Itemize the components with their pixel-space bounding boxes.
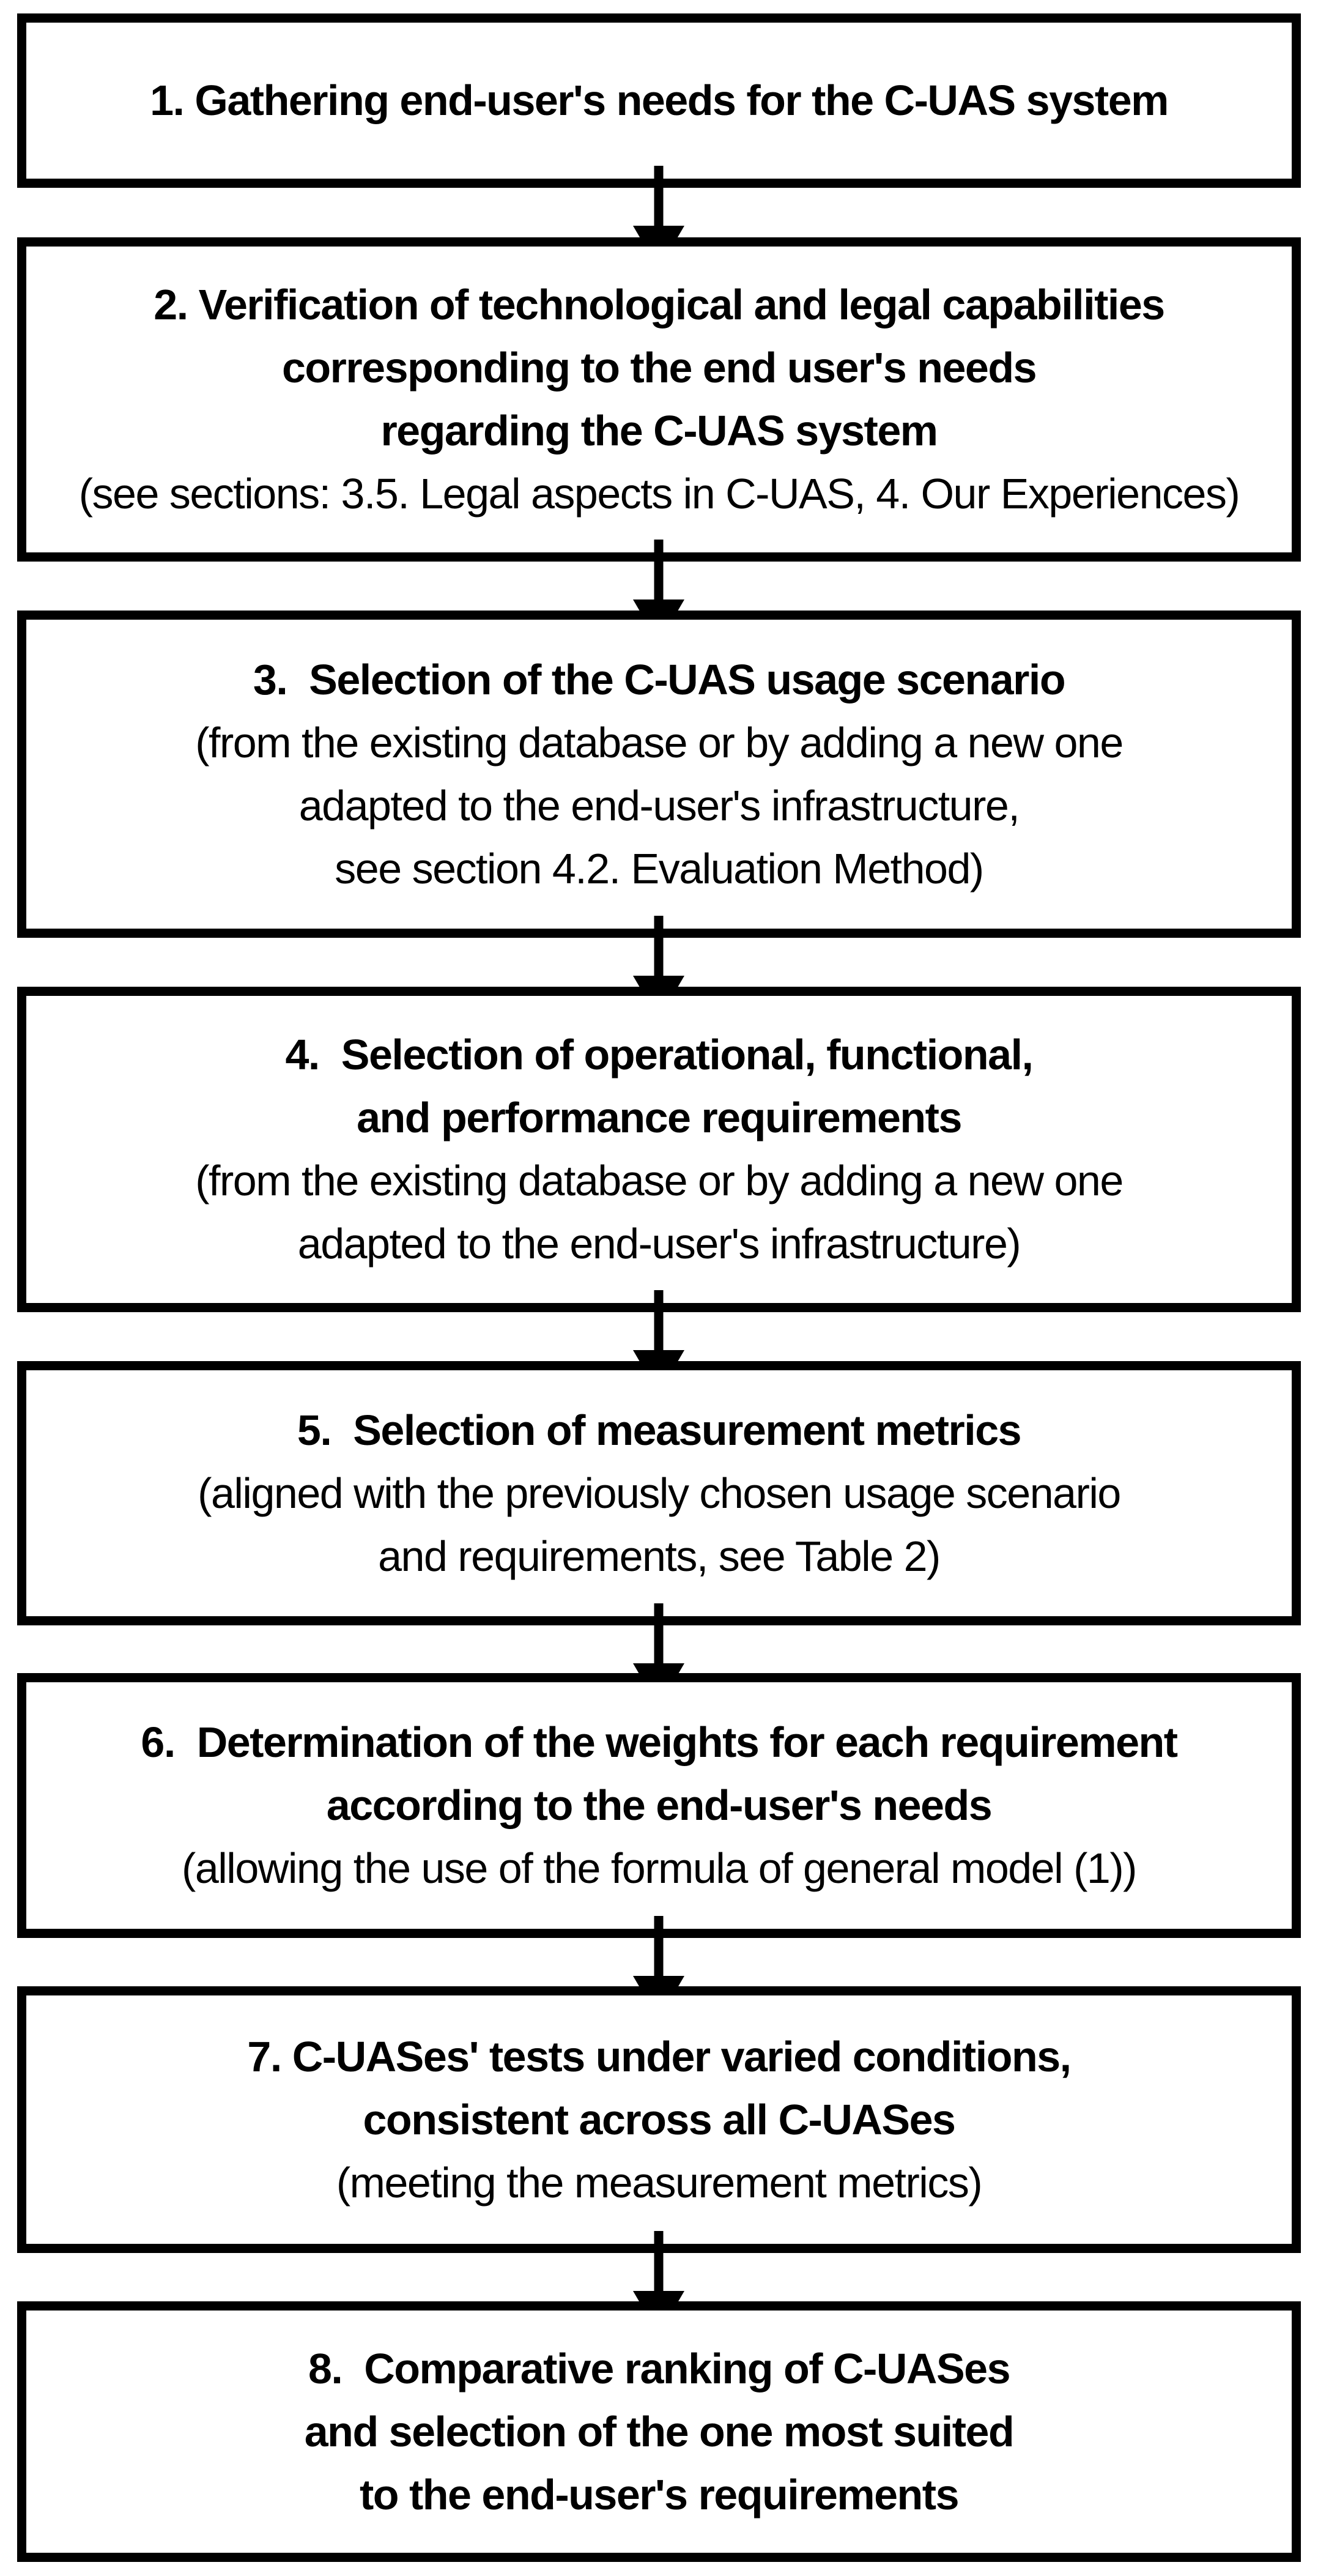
step-4-title: and performance requirements [357, 1094, 962, 1141]
flow-step-3-box: 3. Selection of the C-UAS usage scenario… [17, 611, 1301, 938]
step-4-note: (from the existing database or by adding… [195, 1157, 1124, 1204]
step-3-title: 3. Selection of the C-UAS usage scenario [253, 655, 1066, 703]
step-8-title: to the end-user's requirements [359, 2470, 960, 2518]
step-2-title: regarding the C-UAS system [380, 407, 938, 455]
step-5-title: 5. Selection of measurement metrics [297, 1406, 1022, 1454]
step-7-title: consistent across all C-UASes [363, 2095, 956, 2144]
step-8-title: 8. Comparative ranking of C-UASes [308, 2344, 1011, 2392]
flow-step-1-box: 1. Gathering end-user's needs for the C-… [17, 13, 1301, 188]
step-3-note: adapted to the end-user's infrastructure… [298, 781, 1020, 830]
step-6-title: 6. Determination of the weights for each… [141, 1718, 1178, 1766]
step-3-note: see section 4.2. Evaluation Method) [335, 844, 984, 893]
flow-step-2-box: 2. Verification of technological and leg… [17, 237, 1301, 562]
step-7-title: 7. C-UASes' tests under varied condition… [247, 2032, 1072, 2080]
flow-step-8-box: 8. Comparative ranking of C-UASes and se… [17, 2301, 1301, 2562]
step-4-note: adapted to the end-user's infrastructure… [297, 1220, 1021, 1268]
step-8-title: and selection of the one most suited [304, 2407, 1015, 2455]
step-5-note: and requirements, see Table 2) [378, 1532, 941, 1580]
step-6-note: (allowing the use of the formula of gene… [182, 1844, 1137, 1892]
flow-step-7-box: 7. C-UASes' tests under varied condition… [17, 1986, 1301, 2253]
step-3-note: (from the existing database or by adding… [195, 718, 1124, 766]
step-1-title: 1. Gathering end-user's needs for the C-… [150, 76, 1169, 124]
step-2-note: (see sections: 3.5. Legal aspects in C-U… [78, 470, 1240, 518]
step-2-title: corresponding to the end user's needs [281, 344, 1037, 392]
step-4-title: 4. Selection of operational, functional, [285, 1031, 1034, 1078]
flow-step-6-box: 6. Determination of the weights for each… [17, 1673, 1301, 1938]
step-2-title: 2. Verification of technological and leg… [154, 281, 1165, 328]
flow-step-4-box: 4. Selection of operational, functional,… [17, 987, 1301, 1312]
step-6-title: according to the end-user's needs [326, 1781, 993, 1829]
step-7-note: (meeting the measurement metrics) [336, 2158, 983, 2207]
flow-step-5-box: 5. Selection of measurement metrics (ali… [17, 1361, 1301, 1625]
step-5-note: (aligned with the previously chosen usag… [198, 1469, 1121, 1517]
